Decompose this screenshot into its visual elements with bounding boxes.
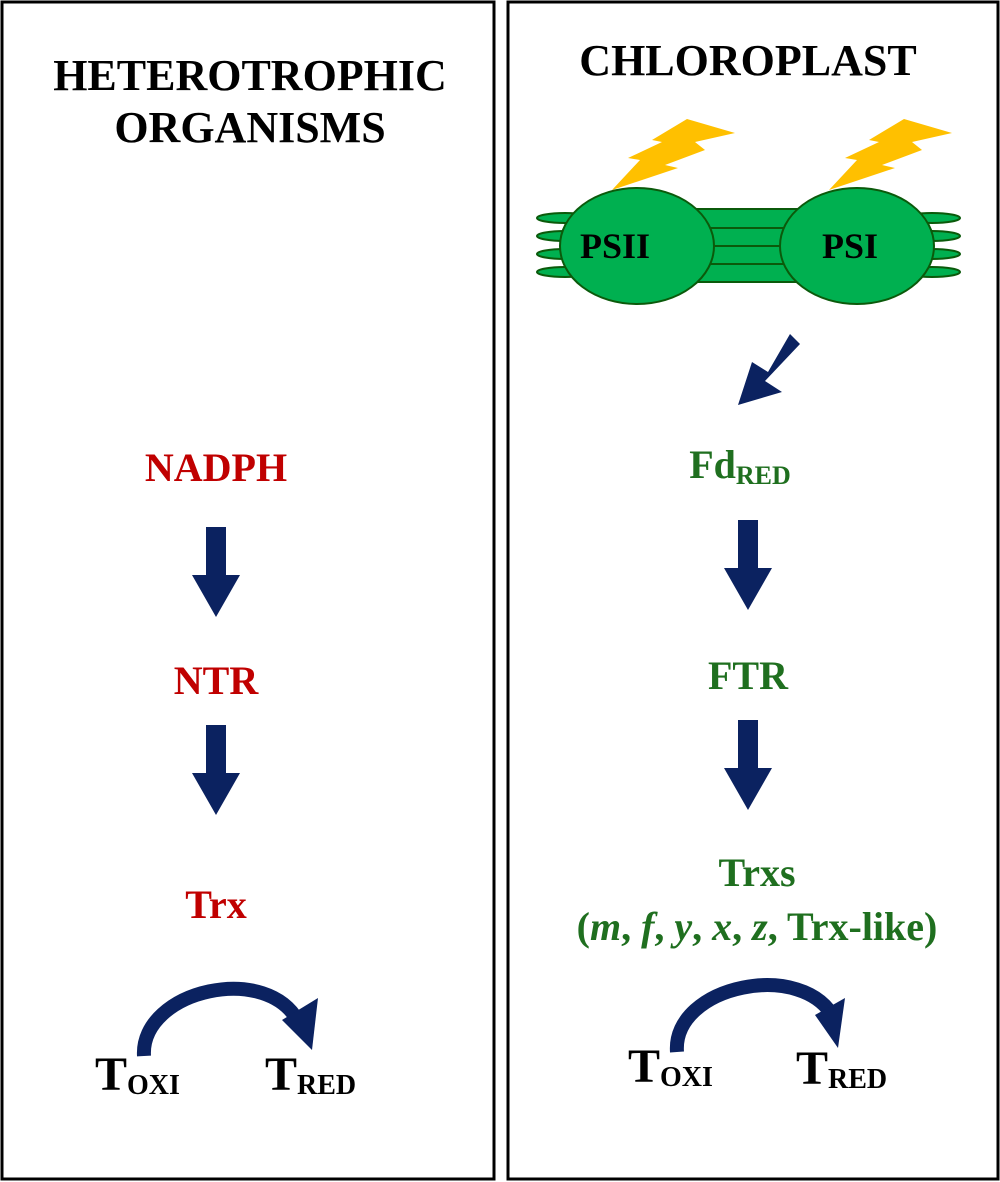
target-reduced: TRED — [796, 1042, 887, 1095]
trx-types-label: (m, f, y, x, z, Trx-like) — [577, 904, 938, 949]
down-arrow-icon — [192, 527, 240, 617]
fd-red-label: FdRED — [689, 442, 791, 490]
lightning-icon — [612, 119, 735, 190]
nadph-label: NADPH — [145, 445, 287, 490]
thylakoid-membrane — [536, 187, 961, 305]
chloroplast-title: CHLOROPLAST — [579, 36, 916, 85]
target-reduced: TRED — [265, 1048, 356, 1101]
psii-complex — [559, 187, 715, 305]
down-arrow-icon — [192, 725, 240, 815]
psi-complex — [779, 187, 935, 305]
ntr-label: NTR — [174, 658, 260, 703]
down-arrow-icon — [724, 520, 772, 610]
heterotrophic-panel — [0, 0, 496, 1181]
trxs-label: Trxs — [718, 850, 795, 895]
trx-label: Trx — [185, 882, 246, 927]
target-oxidized: TOXI — [628, 1040, 713, 1093]
psi-label: PSI — [822, 226, 878, 266]
ftr-label: FTR — [708, 653, 789, 698]
target-oxidized: TOXI — [95, 1048, 180, 1101]
lightning-icon — [829, 119, 952, 190]
chloroplast-panel — [506, 0, 1000, 1181]
down-arrow-icon — [724, 720, 772, 810]
diagonal-arrow-icon — [738, 334, 800, 405]
heterotrophic-title-line2: ORGANISMS — [114, 103, 385, 152]
psii-label: PSII — [580, 226, 650, 266]
heterotrophic-title-line1: HETEROTROPHIC — [53, 51, 447, 100]
curved-arrow-icon — [137, 981, 318, 1057]
curved-arrow-icon — [669, 978, 845, 1053]
